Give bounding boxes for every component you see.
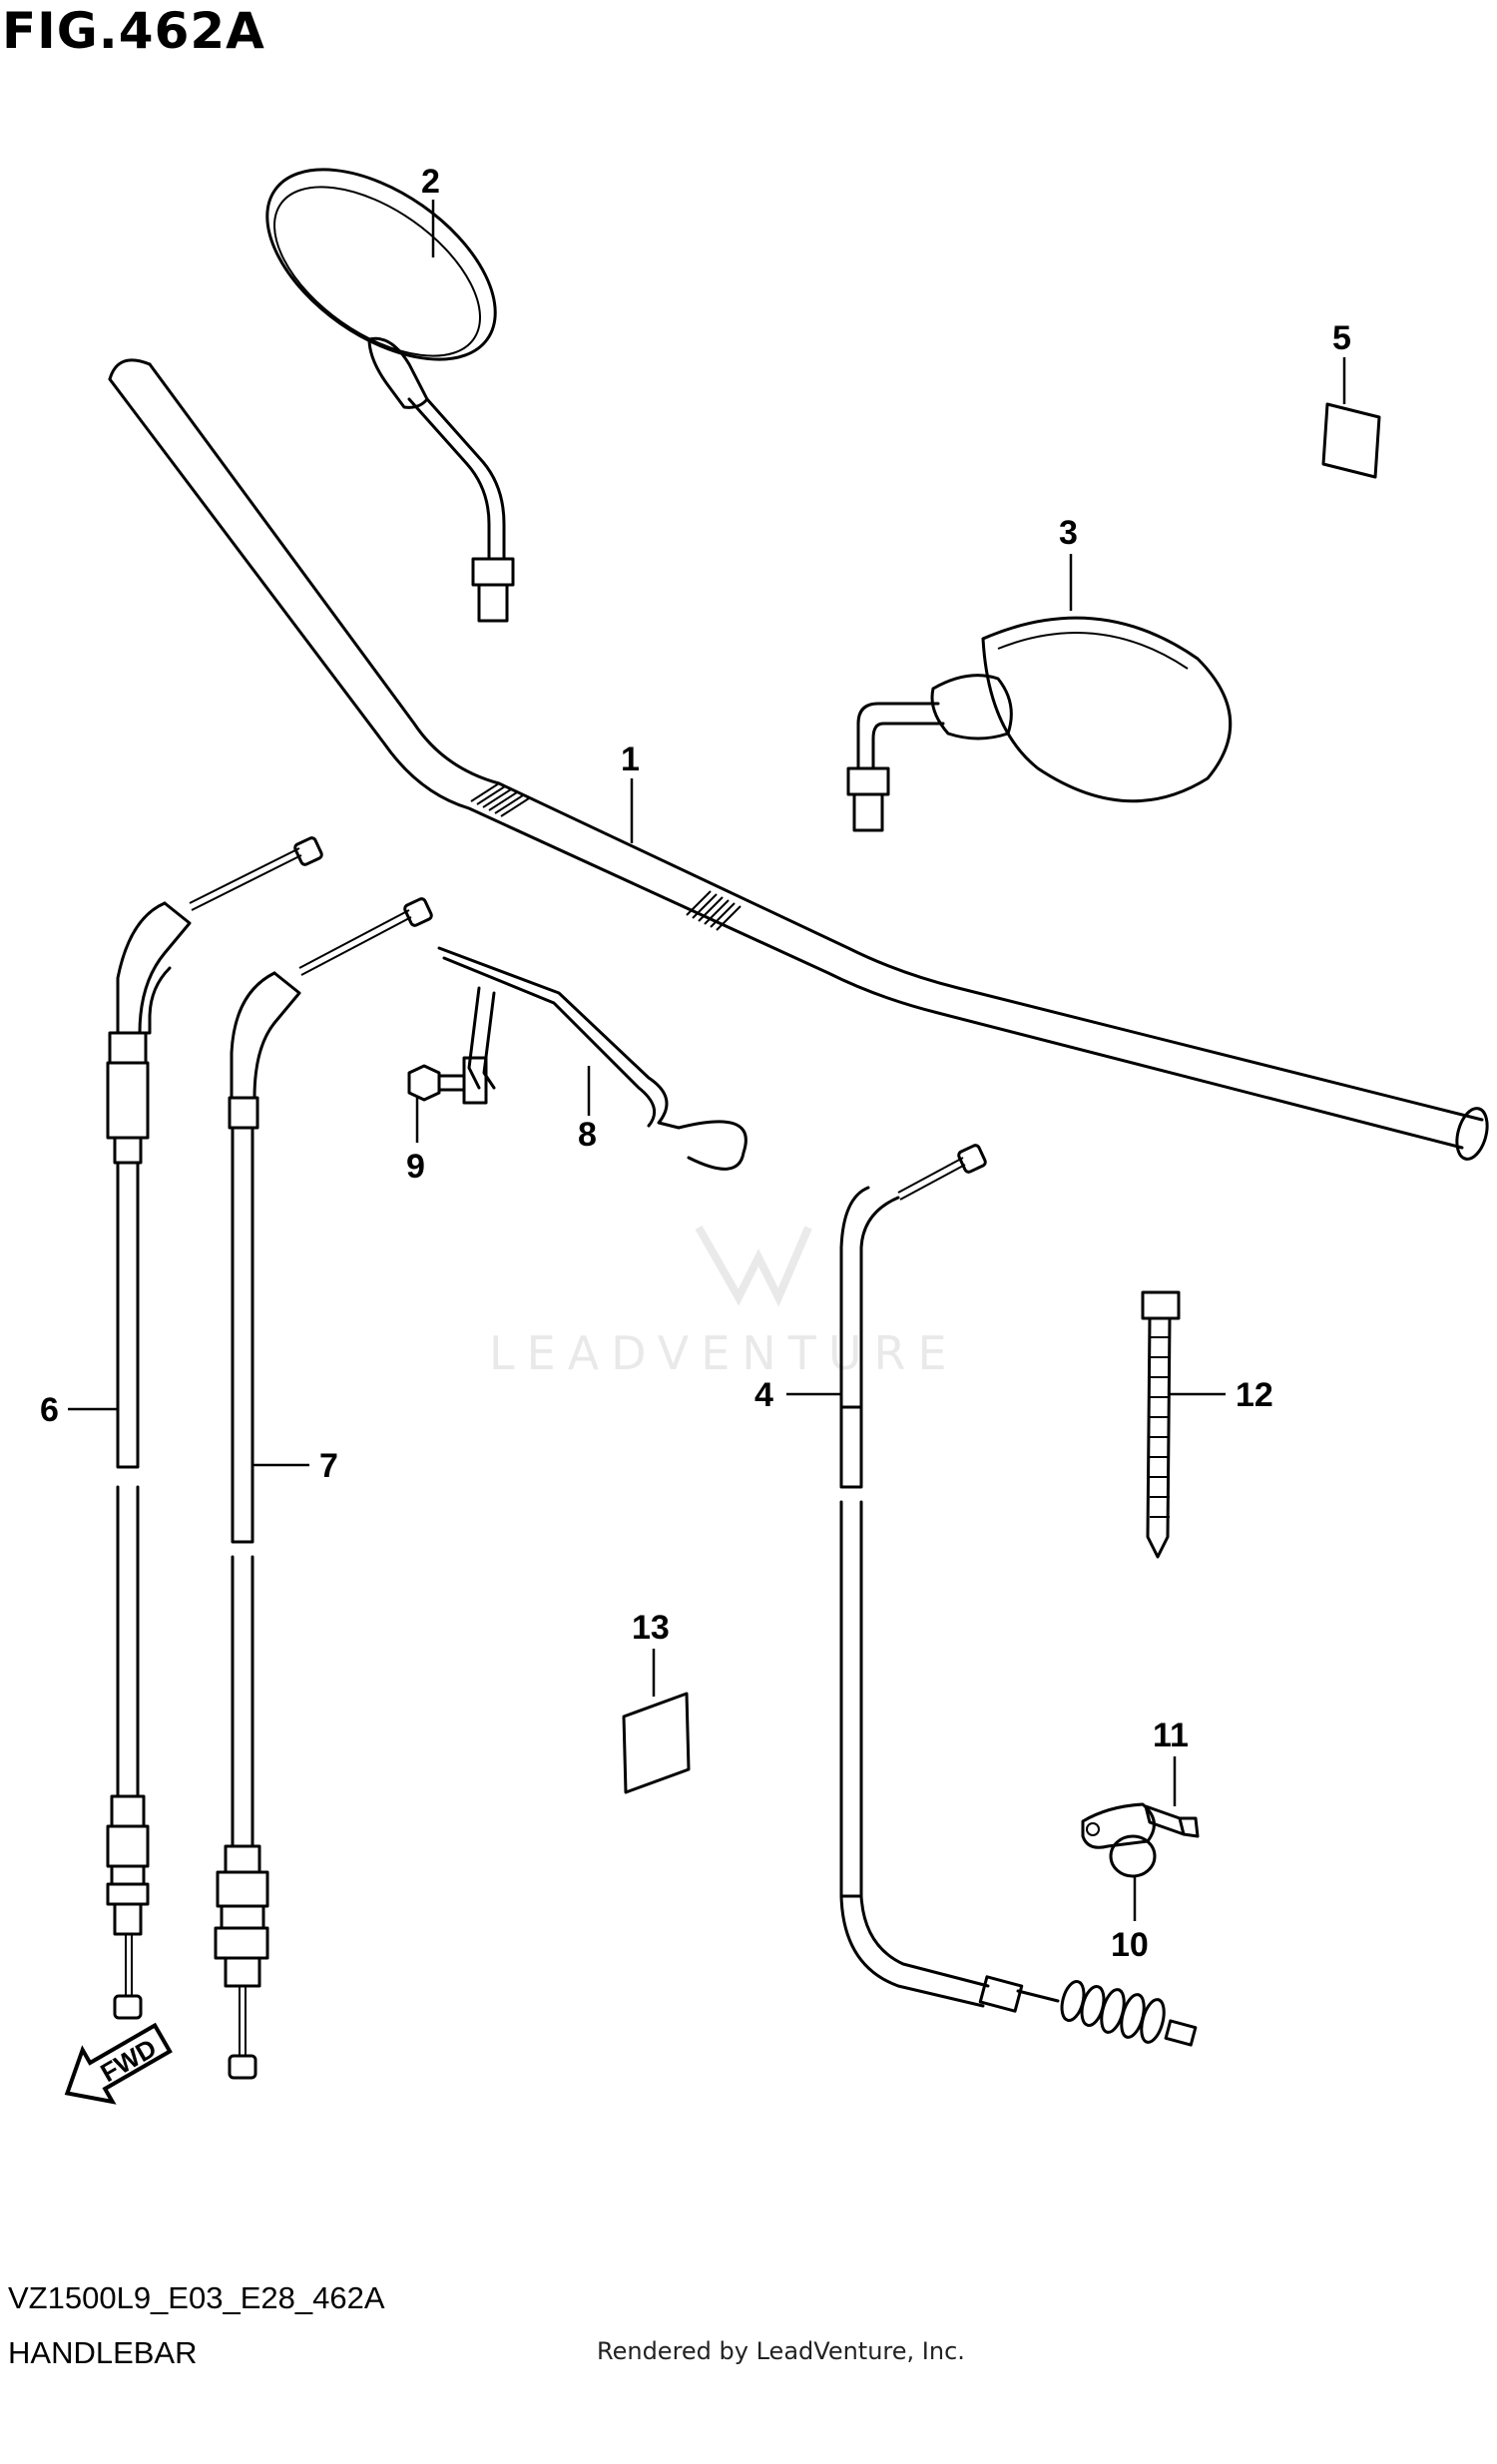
label-part-13 xyxy=(622,1692,691,1794)
callout-10: 10 xyxy=(1111,1926,1149,1964)
callout-9: 9 xyxy=(406,1148,425,1186)
clamp-part-10 xyxy=(1081,1802,1157,1878)
diagram-code: VZ1500L9_E03_E28_462A xyxy=(8,2280,385,2315)
figure-title: FIG.462A xyxy=(2,2,265,60)
leader-lines xyxy=(68,200,1346,1921)
callout-4: 4 xyxy=(754,1376,773,1414)
bolt-part-9 xyxy=(407,1064,466,1102)
callout-2: 2 xyxy=(421,163,440,201)
callout-numbers: 2 5 3 1 8 9 6 7 4 12 13 11 10 xyxy=(40,163,1351,1964)
handlebar-part-1 xyxy=(108,358,1489,1161)
render-credit: Rendered by LeadVenture, Inc. xyxy=(597,2337,965,2365)
callout-12: 12 xyxy=(1236,1376,1273,1414)
callout-5: 5 xyxy=(1332,319,1351,357)
watermark-text: LEADVENTURE xyxy=(489,1326,959,1380)
callout-11: 11 xyxy=(1153,1717,1189,1754)
bracket-part-8 xyxy=(437,946,748,1171)
callout-13: 13 xyxy=(632,1609,670,1647)
fwd-direction-arrow: FWD xyxy=(64,2022,173,2105)
right-mirror-part-3 xyxy=(846,616,1233,832)
left-mirror-part-2 xyxy=(265,168,515,623)
callout-1: 1 xyxy=(621,740,640,778)
callout-8: 8 xyxy=(578,1116,597,1154)
callout-3: 3 xyxy=(1059,514,1078,552)
throttle-cable-part-6 xyxy=(106,836,323,2020)
throttle-cable-part-7 xyxy=(214,897,433,2080)
bolt-part-11 xyxy=(1144,1804,1200,1838)
callout-7: 7 xyxy=(319,1447,338,1485)
leadventure-watermark: LEADVENTURE xyxy=(489,1226,959,1380)
cable-tie-part-12 xyxy=(1141,1290,1181,1559)
clutch-cable-part-4 xyxy=(839,1144,1198,2047)
label-part-5 xyxy=(1321,402,1381,479)
section-name: HANDLEBAR xyxy=(8,2335,198,2370)
callout-6: 6 xyxy=(40,1391,59,1429)
